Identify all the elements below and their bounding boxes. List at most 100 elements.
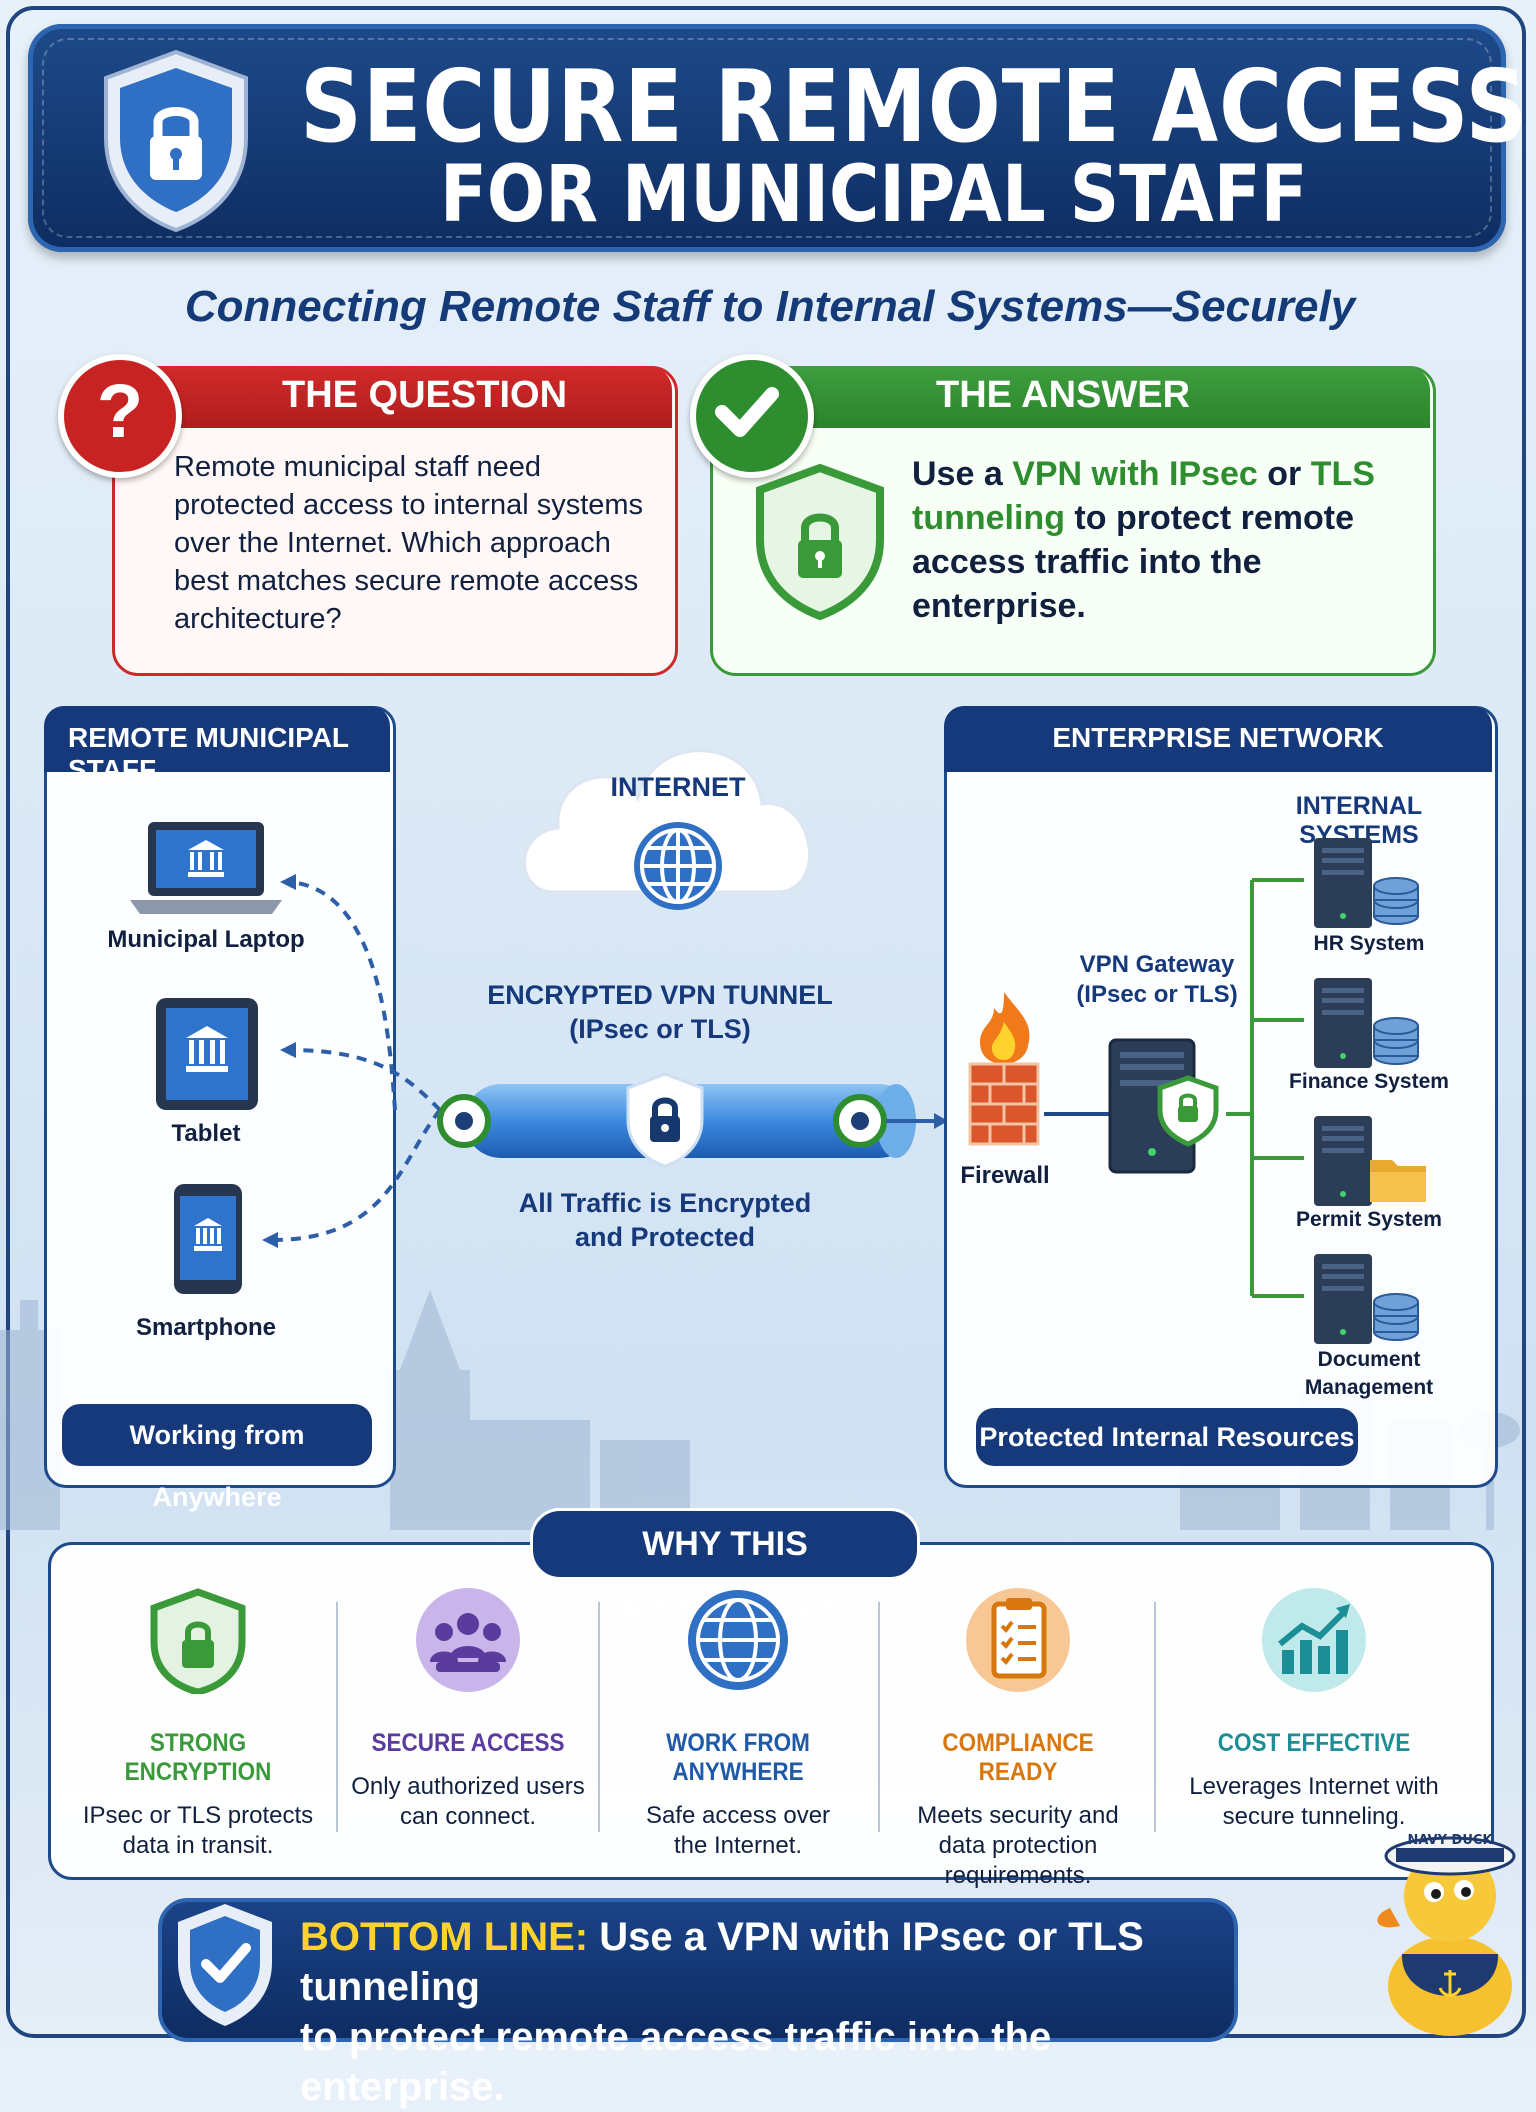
green-shield-lock-icon (756, 463, 884, 621)
why-divider (1154, 1602, 1156, 1832)
why-item-encryption: STRONG ENCRYPTION IPsec or TLS protects d… (68, 1586, 328, 1861)
firewall-icon (968, 992, 1040, 1146)
tunnel-label-line1: ENCRYPTED VPN TUNNEL (487, 980, 833, 1010)
enterprise-network-header: ENTERPRISE NETWORK (944, 706, 1492, 772)
globe-icon (688, 1590, 788, 1690)
why-desc-access-line2: can connect. (399, 1803, 537, 1830)
answer-text: Use a VPN with IPsec or TLS tunneling to… (912, 452, 1412, 628)
why-title-anywhere: WORK FROM ANYWHERE (666, 1729, 810, 1786)
why-desc-anywhere: Safe access over the Internet. (608, 1801, 868, 1861)
page-title-line2: FOR MUNICIPAL STAFF (440, 150, 1308, 240)
question-mark-icon: ? (58, 354, 182, 478)
encryption-note-line2: and Protected (574, 1222, 756, 1252)
finance-system-server-icon (1314, 978, 1419, 1068)
navy-duck-mascot: NAVY DUCK (1377, 1833, 1516, 2036)
tunnel-lock-icon (626, 1072, 704, 1168)
device-connection-arrows (262, 874, 442, 1248)
why-divider (878, 1602, 880, 1832)
document-management-server-icon (1314, 1254, 1419, 1344)
remote-staff-header: REMOTE MUNICIPAL STAFF (44, 706, 390, 785)
why-title-encryption: STRONG ENCRYPTION (124, 1729, 272, 1786)
why-divider (336, 1602, 338, 1832)
why-desc-encryption-line2: data in transit. (122, 1832, 274, 1859)
question-header: THE QUESTION (112, 366, 672, 428)
firewall-gateway-link (1044, 1112, 1110, 1116)
why-title-compliance: COMPLIANCE READY (942, 1729, 1094, 1786)
shield-lock-icon (104, 49, 248, 233)
why-title-access: SECURE ACCESS (371, 1729, 565, 1757)
why-desc-cost-line1: Leverages Internet with (1189, 1773, 1439, 1800)
vpn-gateway-protocol: (IPsec or TLS) (1076, 981, 1238, 1008)
device-label-smartphone: Smartphone (135, 1314, 276, 1341)
encryption-note-line1: All Traffic is Encrypted (518, 1188, 812, 1218)
chart-up-icon (1262, 1588, 1366, 1692)
answer-text-mid: or (1257, 455, 1311, 493)
firewall-label: Firewall (960, 1162, 1050, 1189)
permit-system-server-icon (1314, 1116, 1426, 1206)
bottom-line-text-line1: Use a VPN with IPsec or TLS tunneling (300, 1915, 1144, 2009)
system-label-hr: HR System (1313, 932, 1425, 955)
system-label-permit: Permit System (1296, 1208, 1442, 1231)
system-label-document-line2: Management (1304, 1376, 1434, 1399)
why-desc-encryption-line1: IPsec or TLS protects (82, 1802, 314, 1829)
bottom-line-label: BOTTOM LINE: (300, 1915, 589, 1959)
why-desc-anywhere-line1: Safe access over (645, 1802, 831, 1829)
why-item-cost: COST EFFECTIVE Leverages Internet with se… (1184, 1586, 1444, 1832)
internet-label: INTERNET (610, 772, 746, 802)
internal-systems-heading: INTERNAL SYSTEMS (1295, 792, 1423, 849)
why-desc-anywhere-line2: the Internet. (673, 1832, 803, 1859)
shield-check-icon (178, 1904, 272, 2026)
question-heading: THE QUESTION (282, 374, 568, 416)
system-label-document-line1: Document (1317, 1348, 1421, 1371)
protected-resources-badge: Protected Internal Resources (976, 1408, 1358, 1466)
internet-cloud-icon (523, 749, 811, 894)
why-desc-encryption: IPsec or TLS protects data in transit. (68, 1801, 328, 1861)
check-mark-icon (690, 354, 814, 478)
why-heading: WHY THIS APPROACH? (530, 1508, 920, 1629)
why-desc-cost: Leverages Internet with secure tunneling. (1184, 1772, 1444, 1832)
header-banner (28, 24, 1506, 252)
checklist-icon (966, 1588, 1070, 1692)
question-text: Remote municipal staff need protected ac… (174, 451, 644, 635)
answer-header: THE ANSWER (710, 366, 1430, 428)
why-desc-compliance-line3: requirements. (944, 1862, 1092, 1889)
bottom-line-banner (158, 1898, 1238, 2042)
why-desc-cost-line2: secure tunneling. (1222, 1803, 1406, 1830)
answer-highlight-vpn: VPN with IPsec (1012, 455, 1258, 493)
remote-staff-heading: REMOTE MUNICIPAL STAFF (68, 722, 349, 785)
vpn-gateway-label: VPN Gateway (IPsec or TLS) (1072, 950, 1242, 1010)
working-anywhere-badge: Working from Anywhere (62, 1404, 372, 1512)
internal-systems-links (1226, 878, 1304, 1298)
why-title-cost: COST EFFECTIVE (1217, 1729, 1411, 1757)
answer-text-pre: Use a (912, 455, 1013, 493)
vpn-gateway-server-icon (1108, 1038, 1219, 1174)
why-item-access: SECURE ACCESS Only authorized users can c… (338, 1586, 598, 1832)
why-desc-access: Only authorized users can connect. (338, 1772, 598, 1832)
encryption-note: All Traffic is Encrypted and Protected (500, 1186, 830, 1254)
globe-icon (634, 822, 722, 910)
page-subtitle: Connecting Remote Staff to Internal Syst… (184, 282, 1356, 331)
tablet-icon (156, 998, 258, 1110)
why-desc-compliance-line2: data protection (938, 1832, 1098, 1859)
shield-lock-icon (150, 1588, 246, 1696)
why-desc-access-line1: Only authorized users (351, 1773, 585, 1800)
bottom-line-text-line2: to protect remote access traffic into th… (300, 2015, 1052, 2109)
device-label-laptop: Municipal Laptop (107, 926, 305, 953)
answer-highlight-tls: TLS tunneling (912, 455, 1375, 537)
why-divider (598, 1602, 600, 1832)
answer-heading: THE ANSWER (936, 374, 1191, 416)
users-icon (416, 1588, 520, 1692)
tunnel-label-line2: (IPsec or TLS) (569, 1014, 751, 1044)
why-item-anywhere: WORK FROM ANYWHERE Safe access over the I… (608, 1586, 868, 1861)
hr-system-server-icon (1314, 838, 1419, 928)
answer-text-post: to protect remote access traffic into th… (912, 499, 1355, 625)
bottom-line-text: BOTTOM LINE: Use a VPN with IPsec or TLS… (300, 1912, 1200, 2112)
smartphone-icon (174, 1184, 242, 1294)
vpn-gateway-title: VPN Gateway (1079, 951, 1235, 978)
enterprise-network-heading: ENTERPRISE NETWORK (1052, 722, 1384, 753)
system-label-finance: Finance System (1289, 1070, 1449, 1093)
device-label-tablet: Tablet (171, 1120, 241, 1147)
